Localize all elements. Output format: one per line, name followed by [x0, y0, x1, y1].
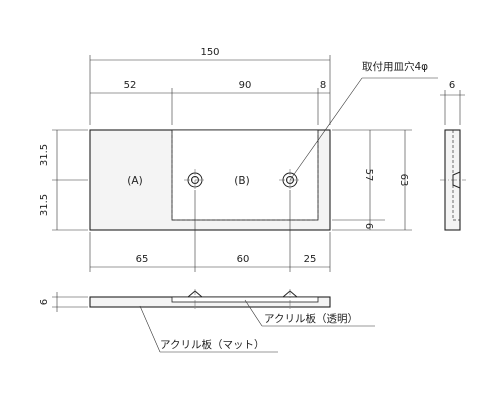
bottom-dimension-lines [89, 190, 331, 272]
label-acrylic-matte: アクリル板（マット） [160, 338, 264, 351]
top-dimension-lines [89, 55, 331, 125]
dim-seg-left: 52 [124, 80, 137, 91]
label-part-b: (B) [234, 175, 249, 187]
dim-section-thickness: 6 [39, 299, 50, 305]
label-part-a: (A) [127, 175, 142, 187]
dim-right-57: 57 [363, 169, 374, 182]
dim-bottom-65: 65 [136, 254, 149, 265]
right-dimension-lines [332, 129, 412, 231]
leader-clear [244, 299, 263, 327]
dim-side-thickness: 6 [449, 80, 455, 91]
dim-left-upper: 31.5 [39, 144, 50, 166]
hole-note-leader [289, 77, 363, 181]
leader-matte [139, 305, 161, 353]
dim-seg-mid: 90 [239, 80, 252, 91]
label-acrylic-clear: アクリル板（透明） [264, 312, 358, 325]
dim-right-6: 6 [363, 223, 374, 229]
dim-right-63: 63 [398, 174, 409, 187]
section-view [52, 289, 331, 312]
dim-bottom-60: 60 [237, 254, 250, 265]
dim-overall-width: 150 [200, 47, 219, 58]
left-dimension-lines [52, 129, 88, 231]
dim-bottom-25: 25 [304, 254, 317, 265]
mounting-hole-left [184, 169, 206, 191]
dim-seg-right: 8 [320, 80, 326, 91]
hole-note: 取付用皿穴4φ [362, 60, 428, 73]
dim-left-lower: 31.5 [39, 194, 50, 216]
side-view [440, 90, 466, 231]
